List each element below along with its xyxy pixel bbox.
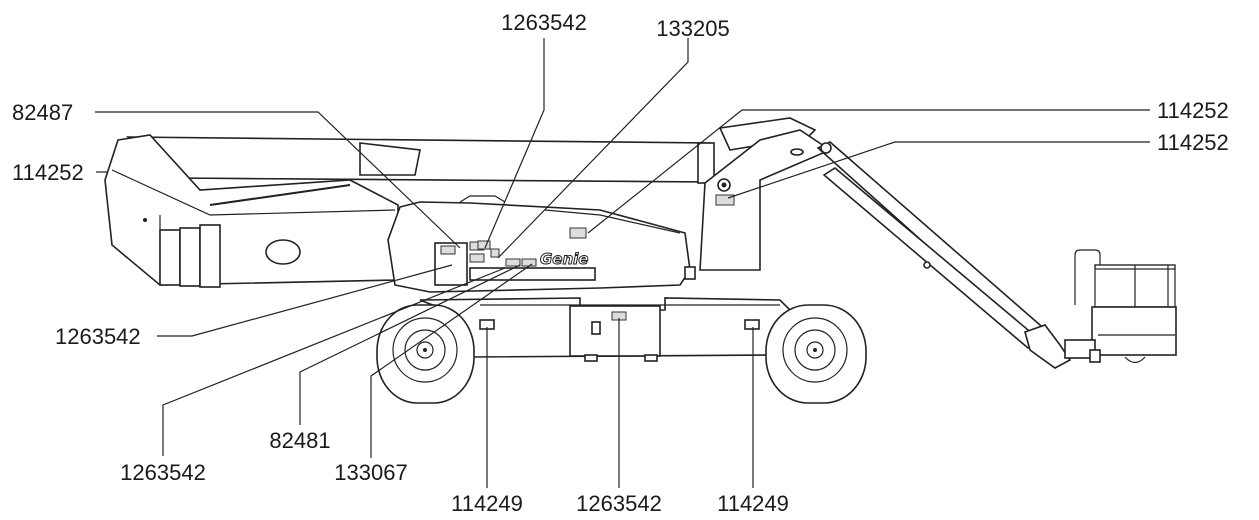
decal xyxy=(469,253,485,263)
callout-label: 1263542 xyxy=(576,491,662,516)
callout-labels: 1263542 133205 82487 114252 114252 11425… xyxy=(12,10,1229,516)
decal xyxy=(477,240,491,250)
decal xyxy=(715,194,735,206)
platform-basket xyxy=(1064,249,1177,364)
rear-wheel xyxy=(765,304,867,404)
callout-label: 82487 xyxy=(12,100,73,125)
main-boom xyxy=(126,136,713,183)
front-wheel xyxy=(376,304,475,404)
callout-label: 114249 xyxy=(717,491,789,516)
genie-logo: Genie xyxy=(540,250,588,268)
callout-label: 114249 xyxy=(451,491,523,516)
callout-label: 1263542 xyxy=(120,460,206,485)
callout-label: 114252 xyxy=(12,160,84,185)
callout-label: 114252 xyxy=(1157,130,1229,155)
decal xyxy=(521,258,537,267)
decal xyxy=(569,227,587,239)
decal xyxy=(490,248,500,258)
callout-label: 82481 xyxy=(269,428,330,453)
decal xyxy=(505,258,521,267)
decal xyxy=(440,245,456,255)
jib-rotator xyxy=(1024,324,1072,369)
access-hole xyxy=(265,239,301,265)
boom-lift-illustration: Genie xyxy=(104,117,1177,404)
decal xyxy=(744,319,760,330)
leader-lines xyxy=(95,38,1150,488)
callout-label: 1263542 xyxy=(501,10,587,35)
jib-boom xyxy=(816,141,1050,344)
riser-plate xyxy=(699,129,832,271)
callout-label: 114252 xyxy=(1157,98,1229,123)
chassis-marker xyxy=(591,321,601,335)
callout-label: 133205 xyxy=(656,16,729,41)
chassis-tray xyxy=(569,305,661,357)
callout-label: 133067 xyxy=(334,460,407,485)
callout-label: 1263542 xyxy=(55,324,141,349)
